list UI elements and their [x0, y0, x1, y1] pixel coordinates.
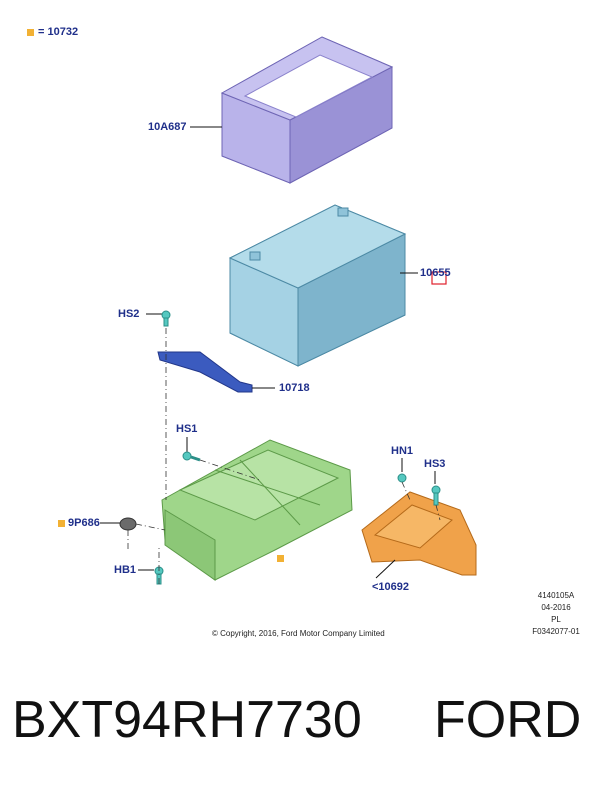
meta-line2: 04-2016 [541, 603, 571, 612]
label-hs1: HS1 [176, 423, 198, 435]
hs1-bolt-shape [182, 437, 201, 462]
assembly-lines [127, 328, 441, 584]
drawing-meta: 4140105A 04-2016 PL F0342077-01 [530, 590, 582, 638]
label-hs3: HS3 [424, 458, 446, 470]
clamp-shape [157, 351, 275, 393]
brand-name: FORD [434, 691, 582, 749]
copyright-text: © Copyright, 2016, Ford Motor Company Li… [212, 629, 385, 638]
label-hs2: HS2 [118, 308, 140, 320]
highlight-box [431, 271, 447, 285]
hn1-nut-shape [397, 458, 407, 483]
label-hn1: HN1 [391, 445, 414, 457]
meta-line4: F0342077-01 [532, 627, 580, 636]
label-clamp: 10718 [279, 382, 310, 394]
label-nut: 9P686 [58, 517, 100, 529]
nut-9p686-shape [100, 517, 137, 531]
nut-marker [58, 519, 65, 527]
label-nut-text: 9P686 [68, 517, 100, 529]
meta-line3: PL [551, 615, 561, 624]
fasteners [100, 310, 441, 585]
label-cover: 10A687 [148, 121, 187, 133]
legend-text: = 10732 [38, 26, 79, 38]
tray-shape [161, 439, 353, 581]
meta-line1: 4140105A [537, 591, 575, 600]
label-hb1: HB1 [114, 564, 137, 576]
battery-shape [228, 204, 447, 367]
label-tray-bracket: <10692 [372, 581, 410, 593]
label-battery: 10655 [420, 267, 451, 279]
hs3-bolt-shape [431, 471, 441, 506]
legend-marker [27, 28, 34, 36]
part-number: BXT94RH7730 [12, 691, 362, 749]
hs2-bolt-shape [146, 310, 171, 327]
battery-cover-shape [190, 36, 394, 184]
legend: = 10732 [27, 26, 78, 38]
bracket-shape [361, 491, 477, 579]
tray-marker [277, 555, 284, 562]
